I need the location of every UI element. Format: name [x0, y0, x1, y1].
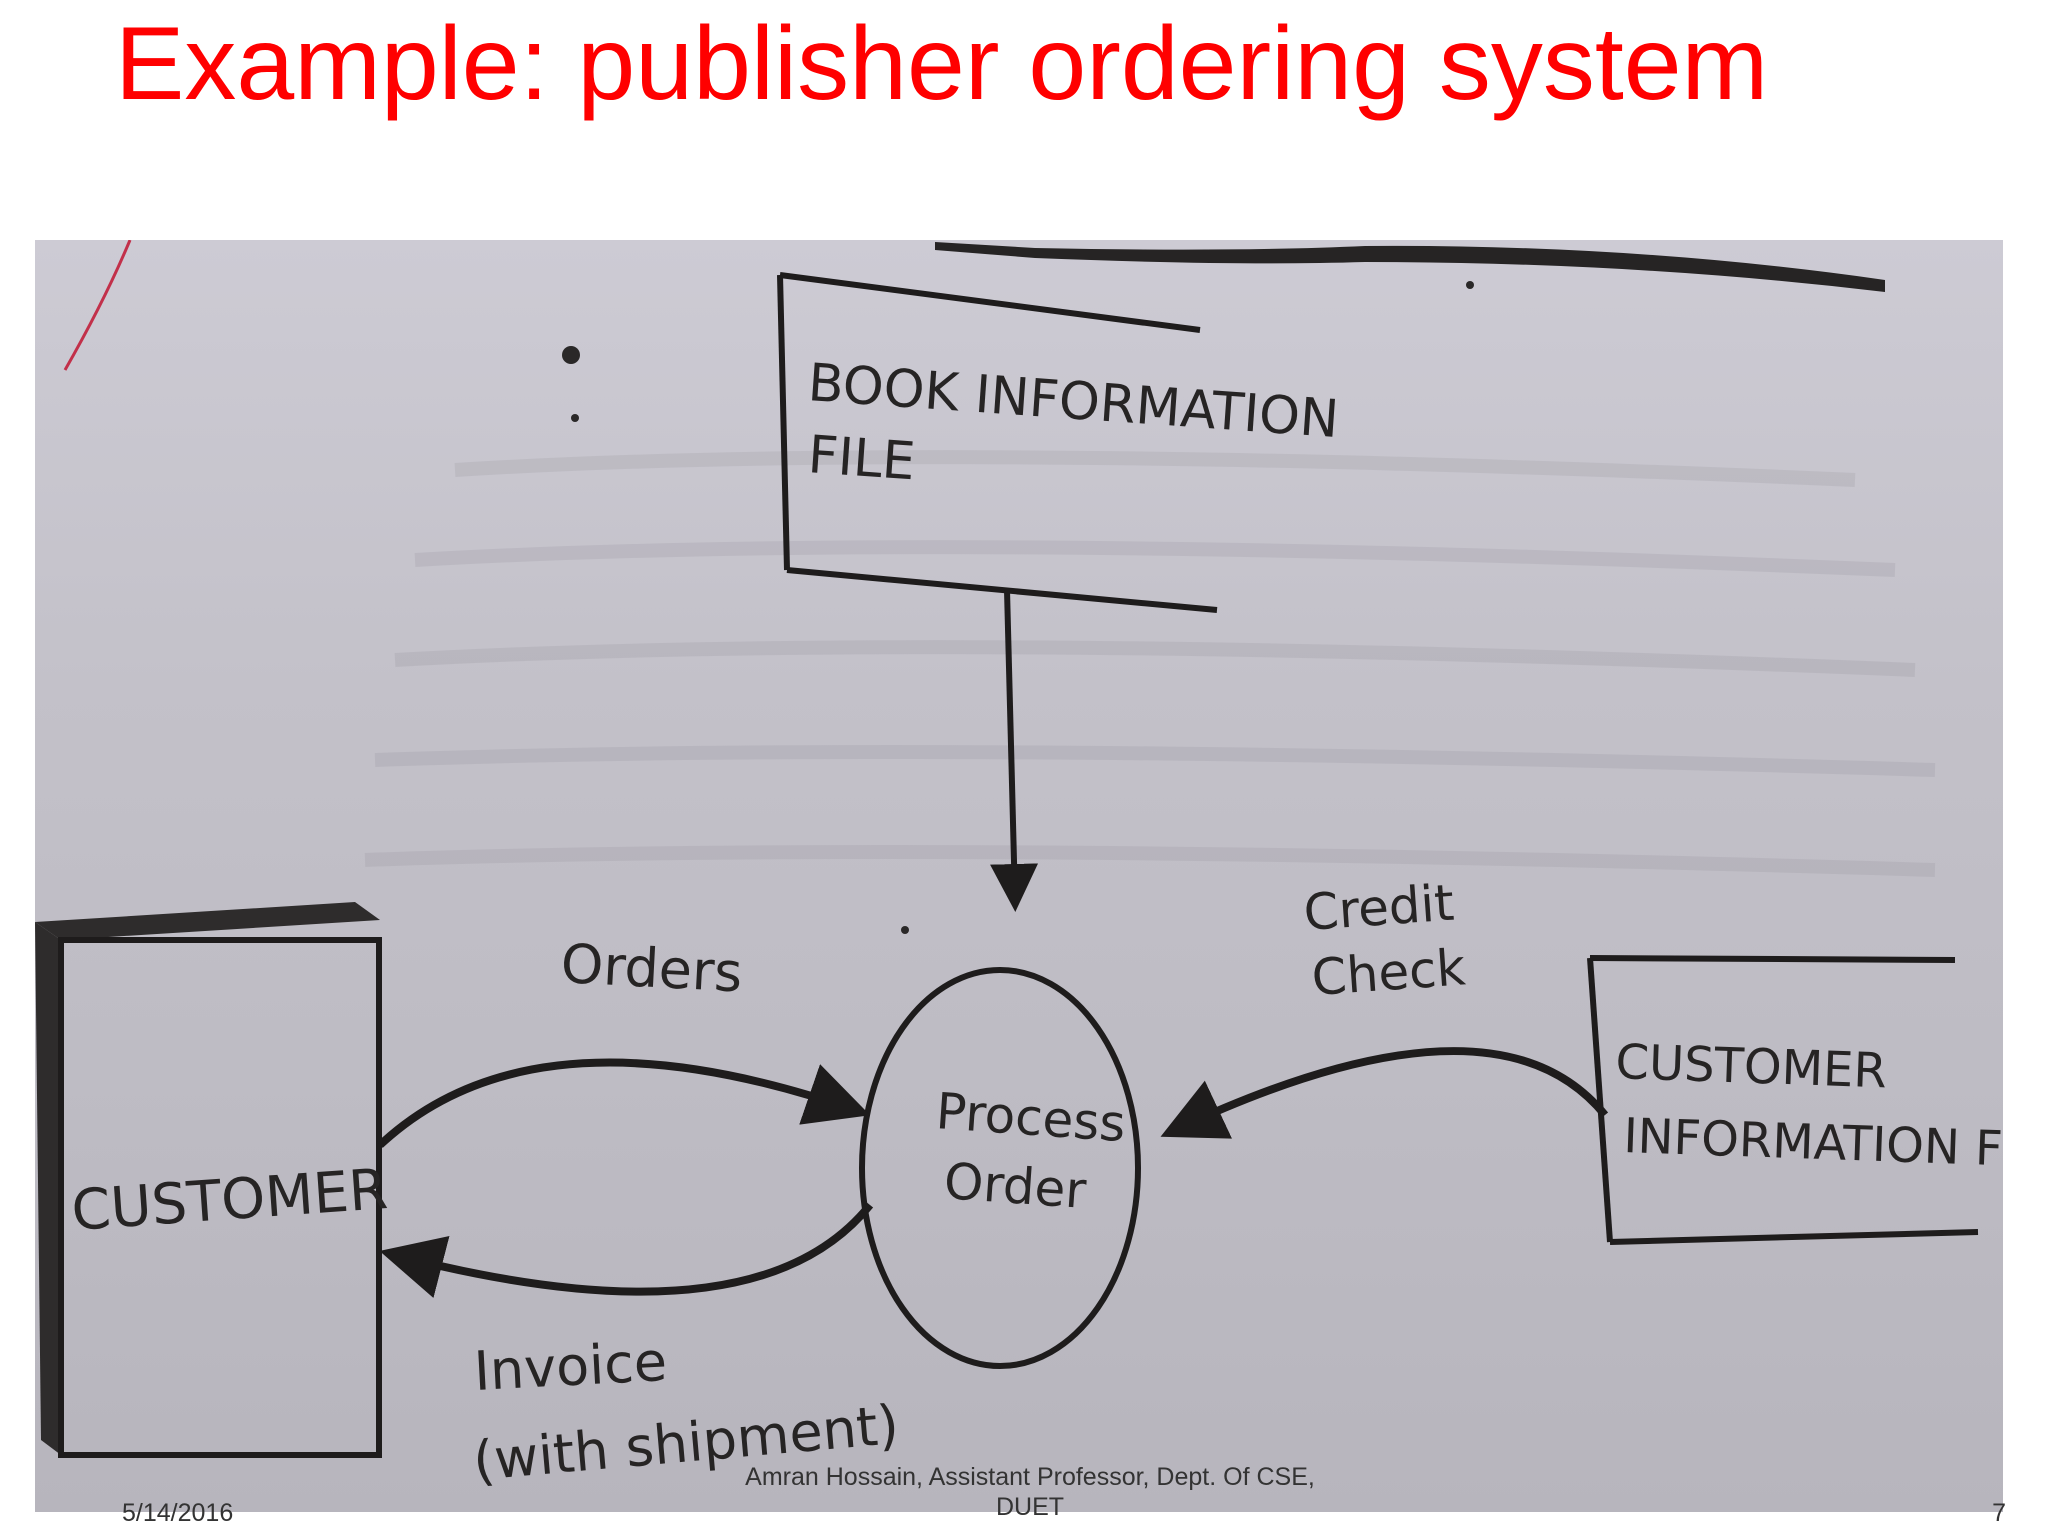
orders-label: Orders — [559, 932, 744, 1004]
book-store-label-line2: FILE — [806, 425, 917, 492]
speck — [901, 926, 909, 934]
footer-author-line1: Amran Hossain, Assistant Professor, Dept… — [745, 1463, 1315, 1491]
book-to-process-arrow — [990, 589, 1039, 912]
diagram-photo: BOOK INFORMATION FILE CUSTOMER Process O… — [35, 240, 2003, 1512]
footer-author-line2: DUET — [995, 1493, 1065, 1521]
customer-store-label-line1: CUSTOMER — [1615, 1034, 1888, 1099]
speck — [571, 414, 579, 422]
book-information-file-store: BOOK INFORMATION FILE — [777, 272, 1341, 613]
customer-entity: CUSTOMER — [35, 902, 390, 1458]
credit-check-label-line1: Credit — [1302, 874, 1456, 942]
customer-store-label-line2: INFORMATION FILE — [1623, 1108, 2003, 1180]
credit-check-label-line2: Check — [1310, 938, 1468, 1007]
customer-label: CUSTOMER — [69, 1157, 389, 1244]
pen-mark — [63, 240, 132, 371]
invoice-arrow — [379, 1202, 874, 1298]
ink-dot — [562, 346, 580, 364]
paper-texture — [364, 450, 1936, 877]
process-label-line1: Process — [934, 1082, 1127, 1153]
slide-title: Example: publisher ordering system — [115, 6, 1769, 122]
footer-date: 5/14/2016 — [122, 1499, 234, 1527]
invoice-label-line1: Invoice — [472, 1330, 668, 1403]
process-label-line2: Order — [942, 1152, 1088, 1220]
customer-information-file-store: CUSTOMER INFORMATION FILE — [1587, 955, 2003, 1245]
page-number: 7 — [1992, 1499, 2006, 1527]
footer-author: Amran Hossain, Assistant Professor, Dept… — [700, 1462, 1360, 1522]
page-edge — [935, 242, 1885, 292]
speck — [1466, 281, 1474, 289]
credit-check-arrow — [1160, 1047, 1609, 1139]
orders-arrow — [377, 1058, 871, 1148]
process-order-bubble: Process Order — [859, 967, 1141, 1369]
